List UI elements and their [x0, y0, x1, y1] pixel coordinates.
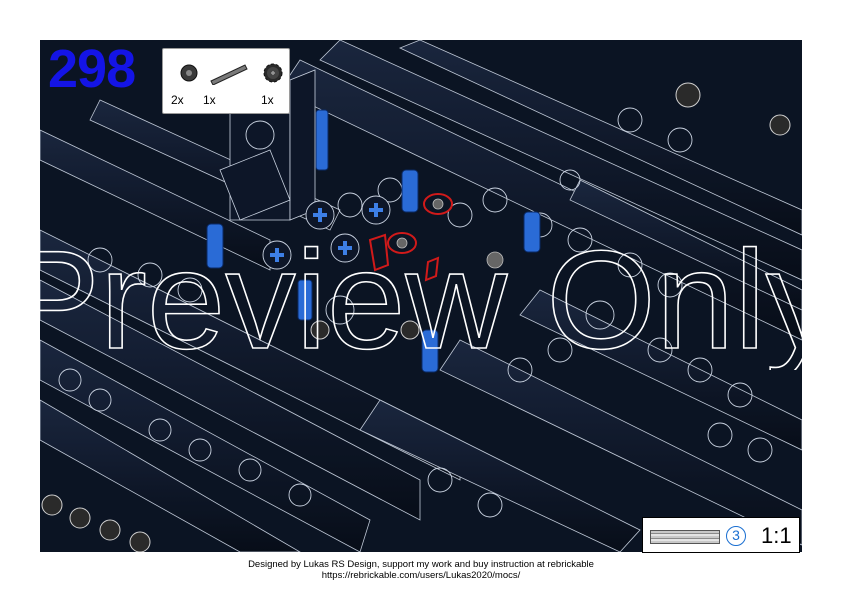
scale-length: 3	[726, 526, 746, 546]
footer-credit: Designed by Lukas RS Design, support my …	[248, 559, 594, 570]
part-gear: 1x	[255, 57, 295, 107]
axle-icon	[210, 64, 248, 85]
part-bush: 2x	[171, 57, 211, 107]
part-axle: 1x	[203, 57, 251, 107]
scale-ratio: 1:1	[761, 523, 792, 548]
footer: Designed by Lukas RS Design, support my …	[0, 559, 842, 581]
parts-callout: 2x 1x 1x	[162, 48, 290, 114]
part-qty: 2x	[171, 93, 184, 107]
part-qty: 1x	[203, 93, 216, 107]
preview-watermark: Preview Only	[0, 220, 842, 379]
beam-icon	[650, 530, 720, 544]
step-number: 298	[48, 39, 136, 99]
footer-link[interactable]: https://rebrickable.com/users/Lukas2020/…	[321, 570, 521, 581]
watermark-text: Preview Only	[6, 230, 836, 370]
model-render-svg	[40, 40, 802, 552]
model-render	[40, 40, 802, 552]
scale-guide: 3 1:1	[642, 517, 800, 553]
gear-icon	[263, 63, 283, 83]
part-qty: 1x	[261, 93, 274, 107]
bush-half-icon	[180, 64, 198, 82]
